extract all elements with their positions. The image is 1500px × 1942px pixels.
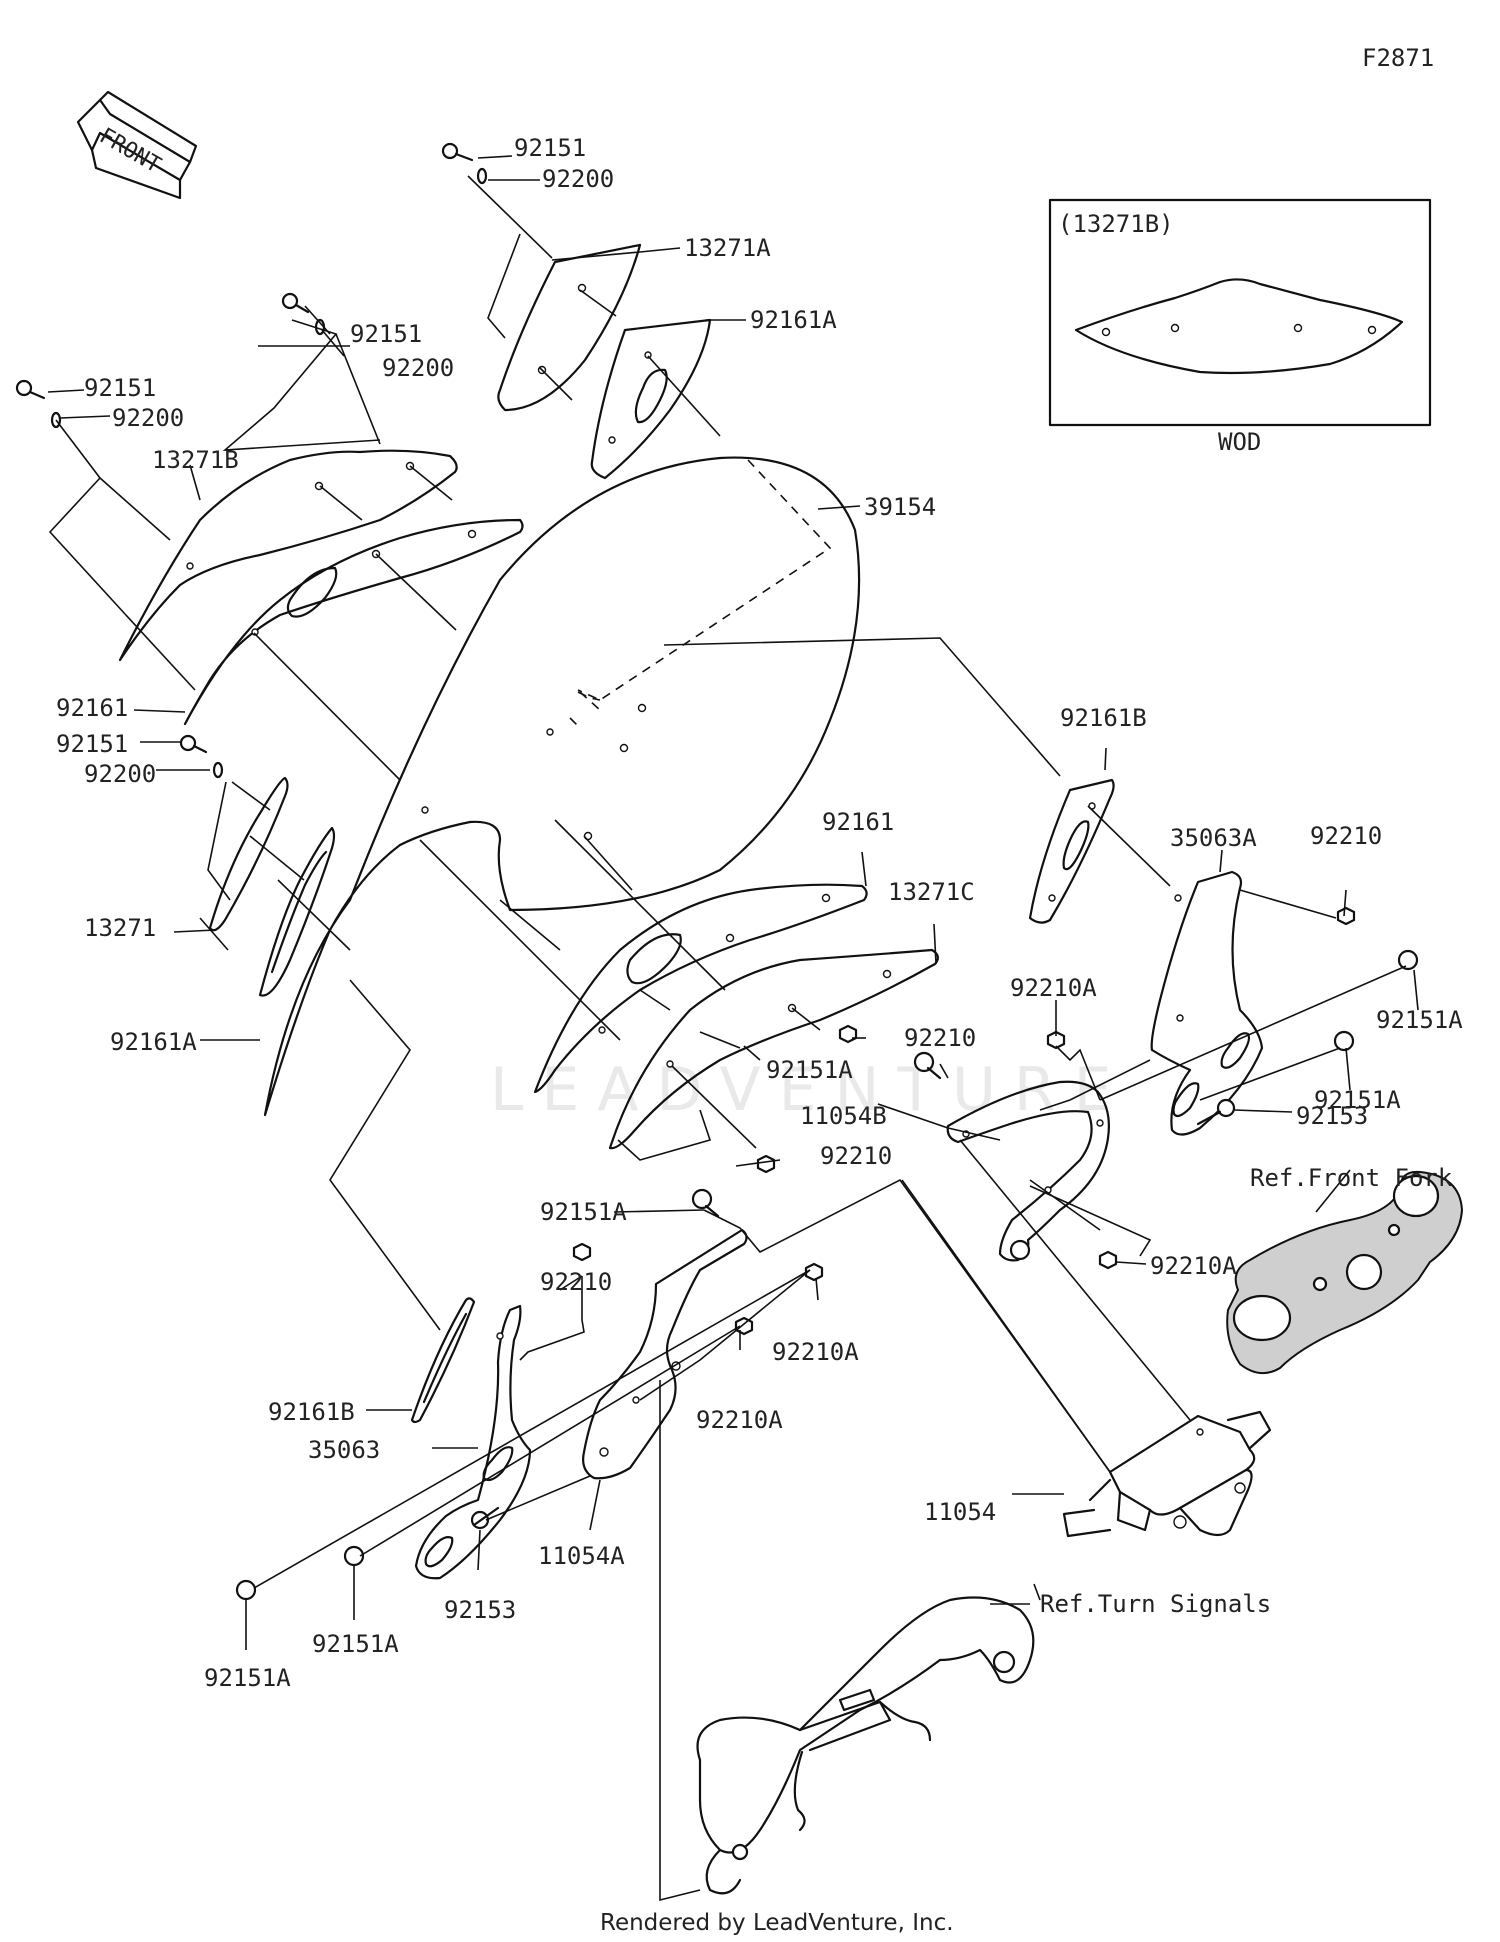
bracket-35063 bbox=[414, 1304, 532, 1580]
part-label: 11054B bbox=[800, 1102, 887, 1130]
part-label: 92151A bbox=[1314, 1086, 1401, 1114]
part-label: 13271C bbox=[888, 878, 975, 906]
rubber-92161-mid bbox=[533, 883, 868, 1094]
part-label: 92161A bbox=[110, 1028, 197, 1056]
part-label: 92200 bbox=[112, 404, 184, 432]
part-label: 11054A bbox=[538, 1542, 625, 1570]
part-label: 92210A bbox=[1010, 974, 1097, 1002]
part-label: 92151 bbox=[350, 320, 422, 348]
bracket-11054a bbox=[582, 1228, 748, 1480]
part-label: 92151A bbox=[540, 1198, 627, 1226]
front-arrow-icon: FRONT bbox=[76, 90, 198, 200]
part-label: 92210 bbox=[540, 1268, 612, 1296]
screw-icon bbox=[470, 1098, 1236, 1530]
plate-13271 bbox=[208, 776, 289, 932]
bracket-11054b bbox=[946, 1080, 1110, 1262]
part-label: 92151 bbox=[514, 134, 586, 162]
plate-13271b bbox=[118, 449, 458, 662]
turn-signal-bracket bbox=[696, 1596, 1035, 1895]
part-label: 92153 bbox=[1296, 1102, 1368, 1130]
part-label: 92151 bbox=[84, 374, 156, 402]
part-label: 35063 bbox=[308, 1436, 380, 1464]
ref-label: Ref.Front Fork bbox=[1250, 1164, 1453, 1192]
part-label: 92210 bbox=[1310, 822, 1382, 850]
inset-13271b: (13271B) WOD bbox=[1048, 198, 1432, 456]
part-label: 92151A bbox=[312, 1630, 399, 1658]
part-label: 92151A bbox=[1376, 1006, 1463, 1034]
windshield-39154 bbox=[263, 456, 861, 1117]
part-label: 92161 bbox=[56, 694, 128, 722]
part-label: 92210A bbox=[772, 1338, 859, 1366]
part-label: 39154 bbox=[864, 493, 936, 521]
part-label: 11054 bbox=[924, 1498, 996, 1526]
nut-icon bbox=[572, 906, 1356, 1336]
part-label: 92200 bbox=[382, 354, 454, 382]
part-label: 92161A bbox=[750, 306, 837, 334]
bracket-11054 bbox=[1062, 1410, 1272, 1538]
leader-lines bbox=[47, 155, 1419, 1902]
figure-code: F2871 bbox=[1362, 44, 1434, 72]
part-label: 92210A bbox=[1150, 1252, 1237, 1280]
inset-caption: WOD bbox=[1218, 428, 1261, 456]
washer-icon bbox=[50, 167, 488, 779]
part-label: 92200 bbox=[84, 760, 156, 788]
part-label: 92151 bbox=[56, 730, 128, 758]
part-label: 92151A bbox=[766, 1056, 853, 1084]
rubber-92161b-right bbox=[1028, 778, 1115, 924]
part-label: 92161B bbox=[1060, 704, 1147, 732]
front-fork-triple-clamp bbox=[1226, 1170, 1464, 1375]
part-label: 92161B bbox=[268, 1398, 355, 1426]
part-label: 92210 bbox=[904, 1024, 976, 1052]
part-label: 13271B bbox=[152, 446, 239, 474]
bracket-35063a bbox=[1150, 870, 1264, 1136]
watermark: LEADVENTURE bbox=[490, 1055, 1130, 1125]
rubber-92161a-top bbox=[590, 318, 712, 480]
part-label: 13271A bbox=[684, 234, 771, 262]
part-label: 92161 bbox=[822, 808, 894, 836]
plate-13271a bbox=[497, 243, 642, 412]
part-label: 13271 bbox=[84, 914, 156, 942]
rubber-92161a-left bbox=[258, 826, 336, 997]
rubber-92161-left bbox=[183, 518, 524, 726]
inset-title: (13271B) bbox=[1058, 210, 1174, 238]
part-label: 35063A bbox=[1170, 824, 1257, 852]
footer-credit: Rendered by LeadVenture, Inc. bbox=[600, 1910, 954, 1936]
ref-label: Ref.Turn Signals bbox=[1040, 1590, 1271, 1618]
part-label: 92151A bbox=[204, 1664, 291, 1692]
part-label: 92200 bbox=[542, 165, 614, 193]
part-label: 92153 bbox=[444, 1596, 516, 1624]
part-label: 92210 bbox=[820, 1142, 892, 1170]
bolt-icon bbox=[15, 142, 1419, 1601]
part-label: 92210A bbox=[696, 1406, 783, 1434]
rubber-92161b-left bbox=[410, 1297, 476, 1424]
